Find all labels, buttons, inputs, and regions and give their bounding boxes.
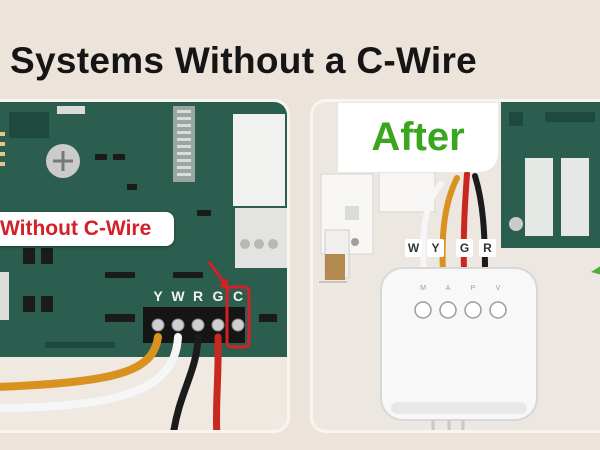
wire-tag-g: G — [456, 239, 473, 257]
yellow-wire — [0, 333, 162, 391]
without-c-wire-callout: Without C-Wire — [0, 212, 174, 246]
yellow-wire — [439, 175, 460, 275]
white-wire — [0, 333, 182, 412]
mode-label-p: P — [470, 285, 476, 292]
before-panel: Y W R G C — [0, 99, 290, 433]
wire-tag-w: W — [405, 239, 422, 257]
wire-tag-y: Y — [427, 239, 444, 257]
arrow-icon — [219, 278, 229, 290]
mode-label-a: A — [445, 285, 451, 292]
after-badge: After — [338, 103, 498, 172]
c-wire-adapter — [380, 267, 538, 421]
black-wire — [170, 333, 202, 430]
terminal-label-r: R — [192, 288, 204, 304]
c-terminal-highlight — [225, 285, 251, 349]
terminal-label-c: C — [232, 288, 244, 304]
terminal-label-y: Y — [153, 288, 163, 304]
black-wire — [472, 173, 488, 275]
circuit-board-illustration — [0, 102, 287, 430]
after-badge-text: After — [371, 115, 465, 159]
page-title: Systems Without a C-Wire — [10, 40, 478, 81]
mode-label-m: M — [420, 285, 426, 292]
red-wire — [460, 171, 470, 275]
red-wire — [212, 333, 222, 430]
terminal-label-g: G — [212, 288, 224, 304]
white-wire — [420, 181, 444, 275]
wire-tag-r: R — [479, 239, 496, 257]
terminal-label-w: W — [171, 288, 185, 304]
callout-text: Without C-Wire — [0, 217, 152, 240]
mode-label-v: V — [495, 285, 501, 292]
